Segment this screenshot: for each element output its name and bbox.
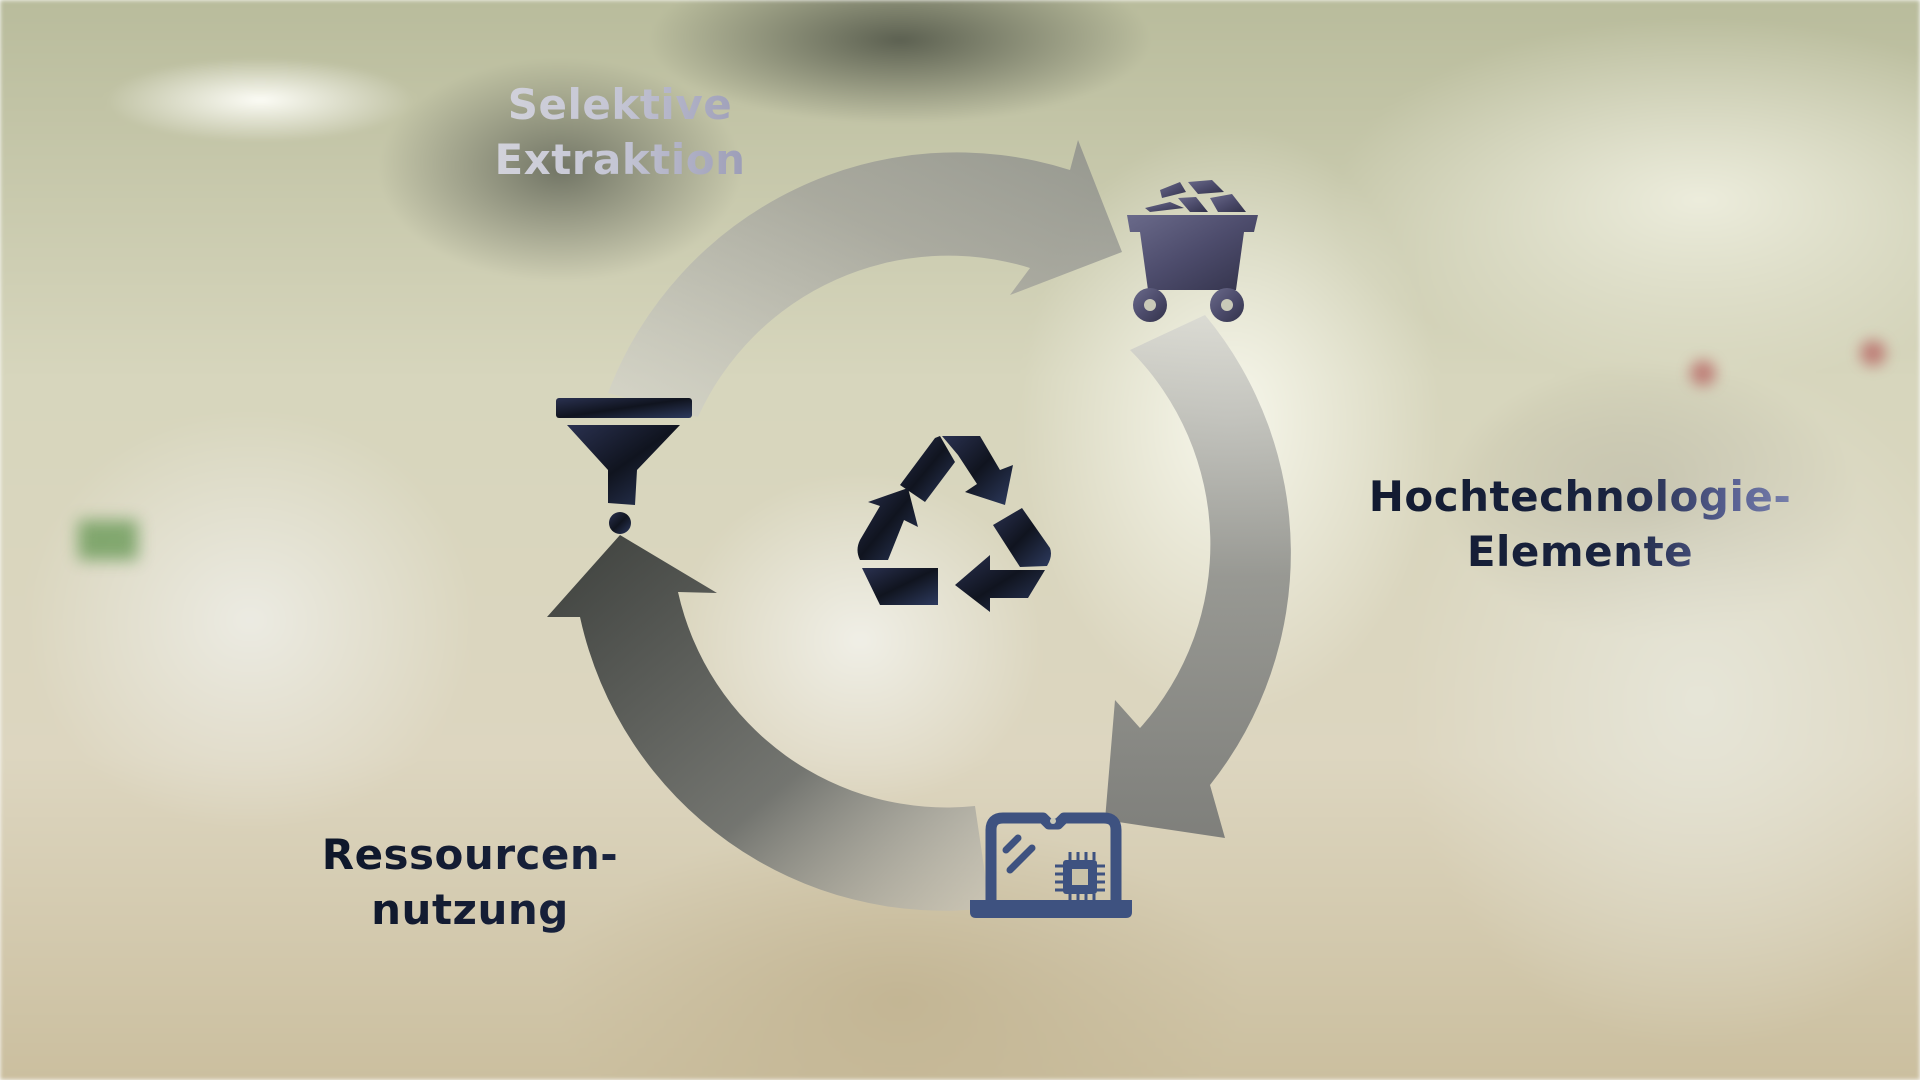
background-green-sign bbox=[78, 520, 138, 560]
label-line: nutzung bbox=[371, 884, 569, 934]
background-red-light bbox=[1860, 340, 1886, 366]
laptop-chip-icon bbox=[970, 812, 1132, 918]
cycle-arrow-left bbox=[547, 535, 990, 911]
background-red-light bbox=[1690, 360, 1716, 386]
funnel-icon bbox=[556, 398, 692, 534]
cycle-arrow-right bbox=[1105, 315, 1291, 838]
cycle-arrow-top bbox=[608, 140, 1122, 417]
label-selective-extraction: Selektive Extraktion bbox=[440, 78, 800, 187]
label-line: Extraktion bbox=[494, 134, 746, 184]
label-high-tech-elements: Hochtechnologie- Elemente bbox=[1360, 470, 1800, 579]
label-resource-use: Ressourcen- nutzung bbox=[310, 828, 630, 937]
recycle-icon bbox=[857, 436, 1051, 612]
label-line: Hochtechnologie- bbox=[1368, 472, 1792, 521]
label-line: Ressourcen- bbox=[321, 830, 619, 879]
mine-cart-icon bbox=[1127, 180, 1258, 322]
label-line: Elemente bbox=[1466, 526, 1694, 576]
label-line: Selektive bbox=[507, 80, 733, 129]
